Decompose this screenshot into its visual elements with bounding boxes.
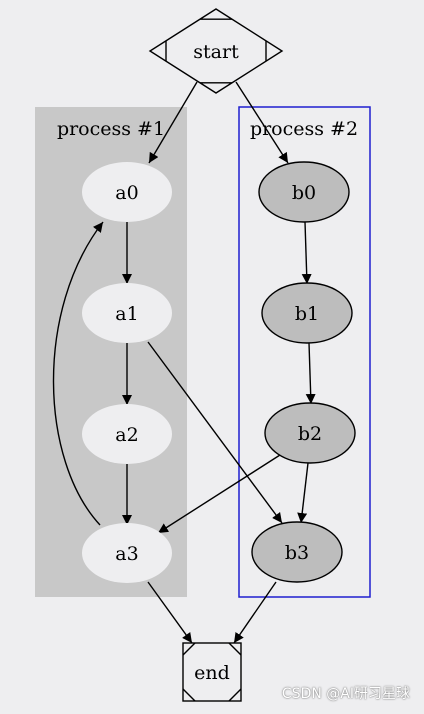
node-shape bbox=[82, 523, 172, 583]
node-corner-mark bbox=[228, 642, 242, 656]
edge-a1-to-b3 bbox=[147, 341, 283, 524]
edge-b0-to-b1 bbox=[301, 221, 312, 285]
node-shape bbox=[148, 8, 284, 94]
node-b3[interactable]: b3 bbox=[251, 521, 343, 583]
node-label: b2 bbox=[298, 423, 322, 445]
node-start[interactable]: start bbox=[148, 8, 284, 94]
edge-b3-to-end bbox=[233, 581, 277, 644]
cluster-box bbox=[238, 106, 371, 598]
node-shape bbox=[251, 521, 343, 583]
node-label: b1 bbox=[295, 303, 319, 325]
node-a2[interactable]: a2 bbox=[82, 404, 172, 464]
node-a1[interactable]: a1 bbox=[82, 283, 172, 343]
node-shape bbox=[82, 283, 172, 343]
node-b0[interactable]: b0 bbox=[258, 161, 350, 223]
node-label: a3 bbox=[115, 543, 138, 565]
node-shape bbox=[82, 162, 172, 222]
node-label: start bbox=[193, 41, 239, 63]
edge-start-to-b0 bbox=[235, 81, 289, 164]
node-shape bbox=[258, 161, 350, 223]
node-label: a2 bbox=[115, 424, 138, 446]
node-label: b3 bbox=[285, 542, 309, 564]
cluster-label: process #1 bbox=[57, 118, 165, 140]
cluster-process2: process #2 bbox=[238, 106, 371, 598]
node-corner-mark bbox=[182, 642, 196, 656]
edges-layer bbox=[52, 81, 316, 644]
node-label: end bbox=[194, 662, 230, 684]
node-shape bbox=[182, 642, 242, 702]
cluster-label: process #2 bbox=[250, 118, 358, 140]
node-end[interactable]: end bbox=[182, 642, 242, 702]
node-shape bbox=[82, 404, 172, 464]
node-corner-mark bbox=[228, 688, 242, 702]
edge-b2-to-b3 bbox=[297, 462, 309, 524]
node-label: a1 bbox=[115, 303, 138, 325]
edge-start-to-a0 bbox=[148, 81, 198, 164]
node-b2[interactable]: b2 bbox=[264, 402, 356, 464]
node-b1[interactable]: b1 bbox=[261, 282, 353, 344]
node-corner-mark bbox=[182, 688, 196, 702]
node-a0[interactable]: a0 bbox=[82, 162, 172, 222]
edge-a3-to-a0 bbox=[52, 221, 104, 526]
node-label: a0 bbox=[115, 182, 138, 204]
node-a3[interactable]: a3 bbox=[82, 523, 172, 583]
edge-b2-to-a3 bbox=[157, 454, 281, 534]
node-label: b0 bbox=[292, 182, 316, 204]
node-shape bbox=[261, 282, 353, 344]
watermark-text: CSDN @AI研习星球 bbox=[281, 686, 410, 702]
edge-b1-to-b2 bbox=[305, 342, 316, 405]
edge-a3-to-end bbox=[147, 581, 193, 644]
nodes-layer: start a0 a1 a2 a3 b0 b1 b2 b3 end bbox=[82, 8, 356, 702]
node-shape bbox=[264, 402, 356, 464]
